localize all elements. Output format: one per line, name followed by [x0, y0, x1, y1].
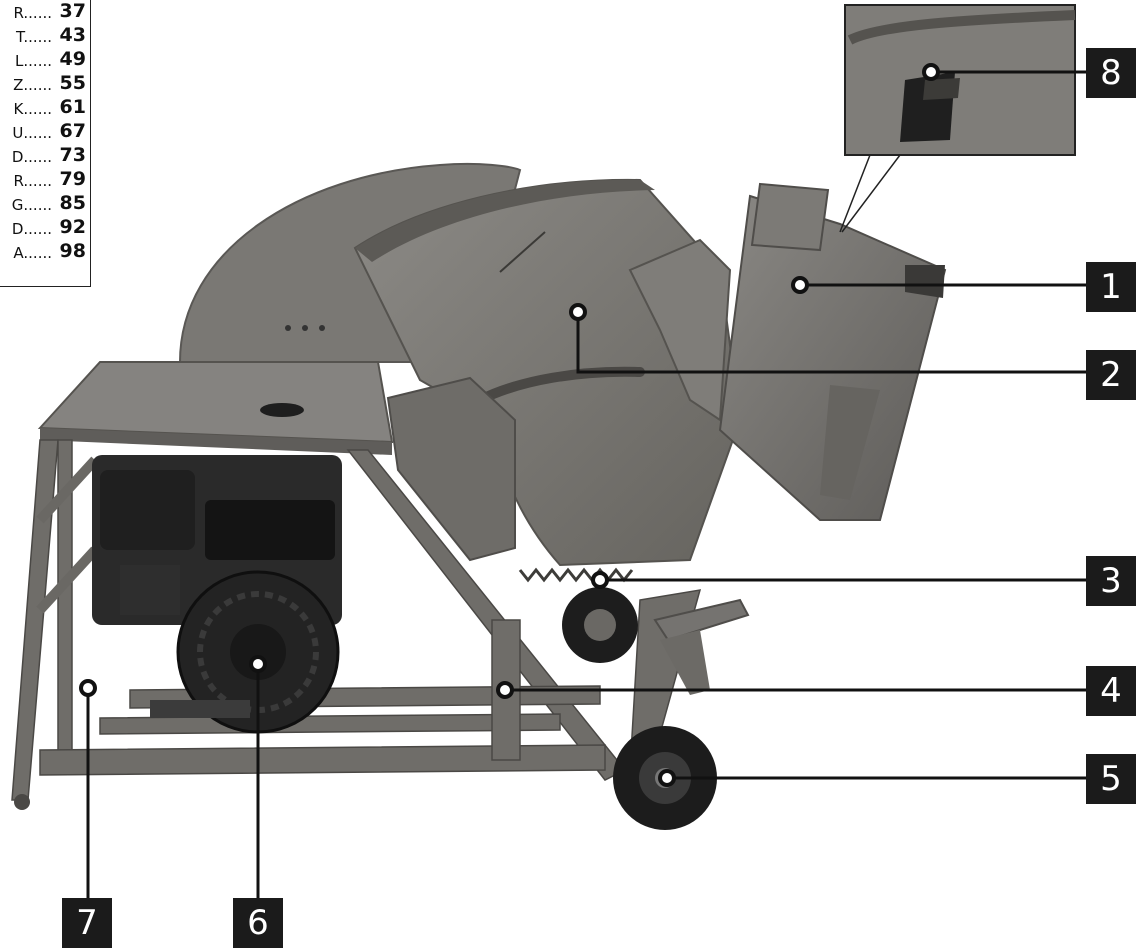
- marker-2: [569, 303, 587, 321]
- saw-frame: [11, 439, 702, 801]
- callout-box-2: 2: [1086, 350, 1136, 400]
- toc-page: 79: [59, 168, 86, 190]
- toc-row: R...... 37: [0, 0, 87, 24]
- tilted-guard-panel: [718, 182, 947, 521]
- callout-box-1: 1: [1086, 262, 1136, 312]
- table-hole: [260, 403, 304, 417]
- toc-label: D......: [11, 220, 52, 238]
- motor-housing: [386, 376, 516, 562]
- callout-box-7: 7: [62, 898, 112, 948]
- toc-label: L......: [15, 52, 52, 70]
- foot-pedal: [653, 598, 750, 642]
- toc-page: 98: [59, 240, 86, 262]
- toc-row: D...... 92: [0, 216, 86, 240]
- saw-table: [37, 361, 394, 444]
- toc-page: 49: [59, 48, 86, 70]
- marker-6: [249, 655, 267, 673]
- toc-row: A...... 98: [0, 240, 86, 264]
- spring: [518, 567, 634, 583]
- marker-7: [79, 679, 97, 697]
- toc-label: U......: [12, 124, 52, 142]
- toc-label: K......: [13, 100, 52, 118]
- callout-box-4: 4: [1086, 666, 1136, 716]
- callout-box-3: 3: [1086, 556, 1136, 606]
- toc-label: A......: [13, 244, 52, 262]
- toc-label: G......: [11, 196, 52, 214]
- marker-5: [658, 769, 676, 787]
- guard-rivet: [302, 325, 308, 331]
- toc-page: 37: [59, 0, 86, 22]
- petrol-engine: [92, 455, 342, 734]
- toc-row: U...... 67: [0, 120, 86, 144]
- toc-row: T...... 43: [0, 24, 86, 48]
- toc-row: G...... 85: [0, 192, 86, 216]
- toc-row: K...... 61: [0, 96, 86, 120]
- toc-label: R......: [13, 4, 53, 22]
- callout-box-8: 8: [1086, 48, 1136, 98]
- guard-rivet: [285, 325, 291, 331]
- toc-row: L...... 49: [0, 48, 86, 72]
- toc-page: 73: [59, 144, 86, 166]
- cradle-rim: [355, 179, 655, 262]
- toc-page: 92: [59, 216, 86, 238]
- toc-label: D......: [11, 148, 52, 166]
- toc-label: Z......: [13, 76, 52, 94]
- toc-page: 55: [59, 72, 86, 94]
- toc-panel: R......37 T......43 L......49 Z......55 …: [0, 0, 91, 287]
- toc-row: D...... 73: [0, 144, 86, 168]
- cradle-wing: [628, 238, 732, 422]
- callout-box-5: 5: [1086, 754, 1136, 804]
- toc-page: 85: [59, 192, 86, 214]
- toc-page: 61: [59, 96, 86, 118]
- marker-8: [922, 63, 940, 81]
- inset-photo: [839, 4, 1076, 233]
- leader-line-2: [576, 312, 1086, 374]
- callout-box-6: 6: [233, 898, 283, 948]
- toc-row: R...... 79: [0, 168, 87, 192]
- toc-label: R......: [13, 172, 53, 190]
- guard-rivet: [319, 325, 325, 331]
- marker-1: [791, 276, 809, 294]
- toc-label: T......: [16, 28, 52, 46]
- leader-lines: [86, 70, 1086, 900]
- toc-row: Z...... 55: [0, 72, 86, 96]
- toc-page: 43: [59, 24, 86, 46]
- marker-3: [591, 571, 609, 589]
- callout-markers: [79, 63, 940, 787]
- toc-page: 67: [59, 120, 86, 142]
- marker-4: [496, 681, 514, 699]
